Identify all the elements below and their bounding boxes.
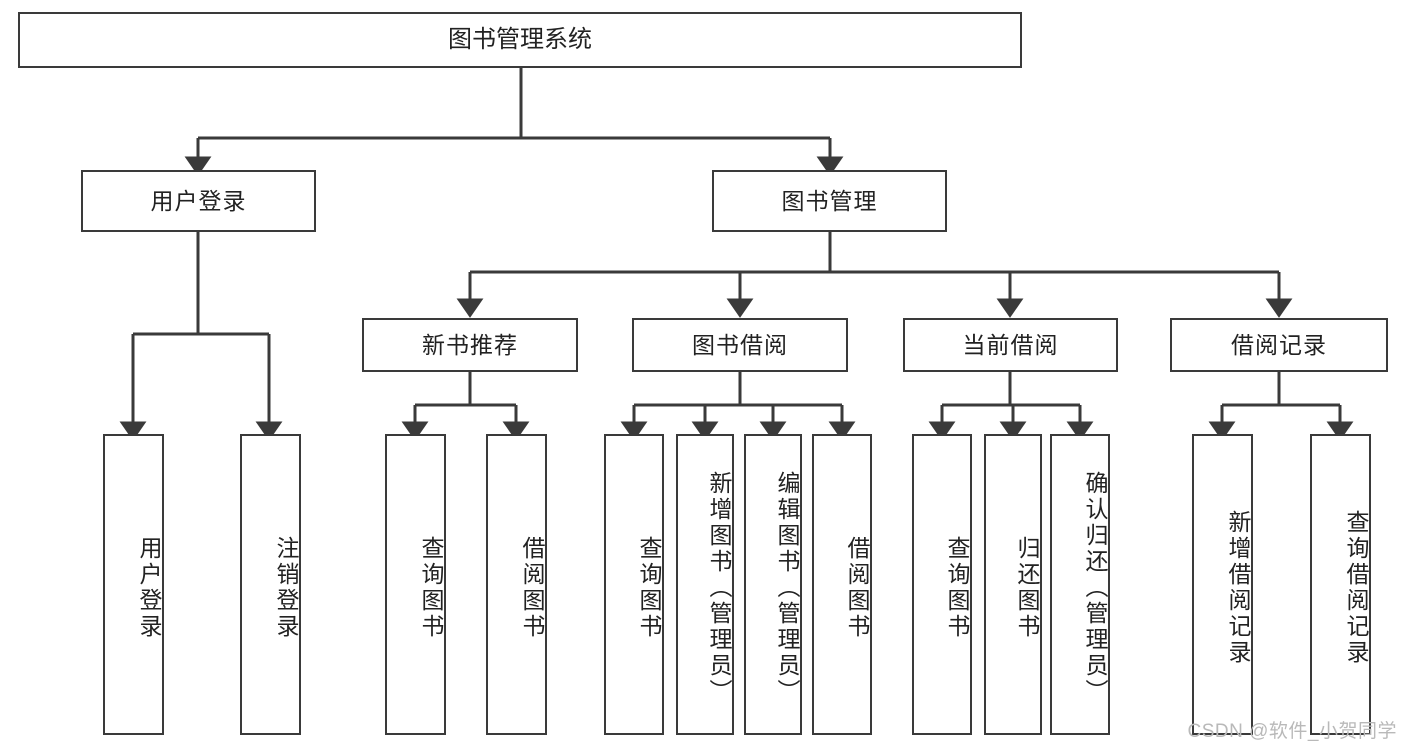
node-label: 确认归还（管理员） [1082,470,1108,705]
node-label: 用户登录 [136,535,162,640]
leaf-recommend-query-book[interactable]: 查询图书 [385,434,446,735]
node-borrow-records[interactable]: 借阅记录 [1170,318,1388,372]
node-user-login[interactable]: 用户登录 [81,170,316,232]
leaf-current-confirm-return[interactable]: 确认归还（管理员） [1050,434,1110,735]
node-label: 查询图书 [944,535,970,640]
node-book-management[interactable]: 图书管理 [712,170,947,232]
node-root-system[interactable]: 图书管理系统 [18,12,1022,68]
node-current-borrow[interactable]: 当前借阅 [903,318,1118,372]
leaf-records-query-record[interactable]: 查询借阅记录 [1310,434,1371,735]
node-label: 图书管理 [781,187,878,214]
leaf-current-return-book[interactable]: 归还图书 [984,434,1042,735]
node-label: 注销登录 [273,535,299,640]
leaf-records-add-record[interactable]: 新增借阅记录 [1192,434,1253,735]
leaf-borrow-edit-book[interactable]: 编辑图书（管理员） [744,434,802,735]
node-book-borrow[interactable]: 图书借阅 [632,318,848,372]
node-label: 新增借阅记录 [1225,509,1251,666]
leaf-recommend-borrow-book[interactable]: 借阅图书 [486,434,547,735]
node-label: 新增图书（管理员） [706,470,732,705]
csdn-watermark: CSDN @软件_小贺同学 [1187,721,1397,742]
node-label: 借阅图书 [844,535,870,640]
leaf-current-query-book[interactable]: 查询图书 [912,434,972,735]
node-label: 查询借阅记录 [1343,509,1369,666]
node-label: 借阅图书 [519,535,545,640]
node-label: 图书借阅 [692,331,788,358]
node-label: 当前借阅 [962,331,1059,358]
node-label: 编辑图书（管理员） [774,470,800,705]
node-new-book-recommend[interactable]: 新书推荐 [362,318,578,372]
leaf-borrow-add-book[interactable]: 新增图书（管理员） [676,434,734,735]
node-label: 借阅记录 [1231,331,1327,358]
leaf-borrow-borrow-book[interactable]: 借阅图书 [812,434,872,735]
leaf-user-login-logout[interactable]: 注销登录 [240,434,301,735]
node-label: 新书推荐 [422,331,518,358]
node-label: 查询图书 [636,535,662,640]
leaf-borrow-query-book[interactable]: 查询图书 [604,434,664,735]
node-label: 归还图书 [1014,535,1040,640]
leaf-user-login-login[interactable]: 用户登录 [103,434,164,735]
node-label: 查询图书 [418,535,444,640]
node-label: 图书管理系统 [448,26,592,54]
node-label: 用户登录 [150,187,247,214]
